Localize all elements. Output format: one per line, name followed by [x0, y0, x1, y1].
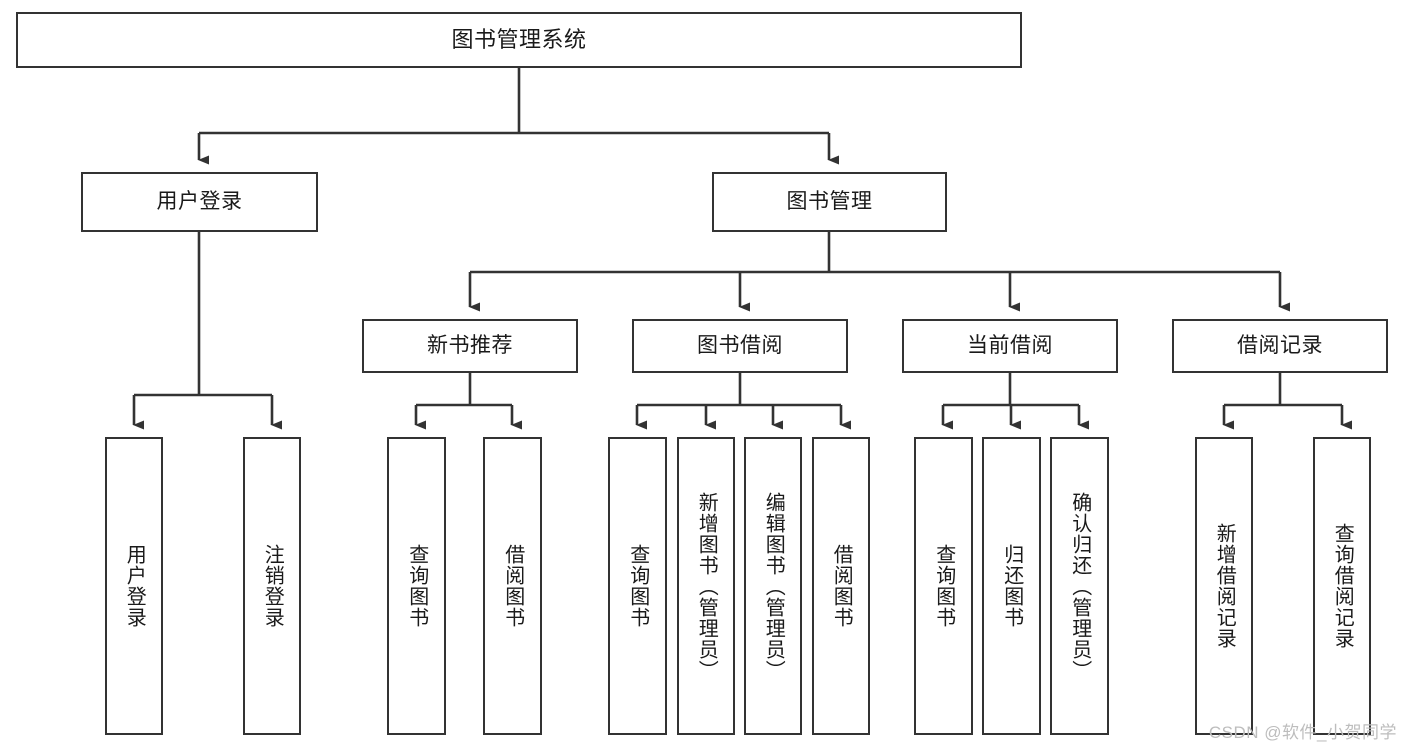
connector-root-to-level1 [197, 68, 839, 165]
node-leaf-edit-book-admin[interactable]: 编辑图书（管理员） [744, 437, 802, 735]
connector-borrow-record-to-leaves [1222, 373, 1352, 430]
connector-book-management-to-level2 [468, 232, 1290, 312]
node-leaf-add-book-admin[interactable]: 新增图书（管理员） [677, 437, 735, 735]
node-current-borrow[interactable]: 当前借阅 [902, 319, 1118, 373]
node-leaf-logout[interactable]: 注销登录 [243, 437, 301, 735]
node-label-borrow-record: 借阅记录 [1237, 333, 1323, 357]
node-leaf-query-borrow-record[interactable]: 查询借阅记录 [1313, 437, 1371, 735]
node-user-login[interactable]: 用户登录 [81, 172, 318, 232]
connector-new-book-recommend-to-leaves [414, 373, 522, 430]
node-label-leaf-query-book-borrow: 查询图书 [626, 544, 649, 628]
node-leaf-borrow-book[interactable]: 借阅图书 [812, 437, 870, 735]
node-root[interactable]: 图书管理系统 [16, 12, 1022, 68]
node-leaf-confirm-return-admin[interactable]: 确认归还（管理员） [1050, 437, 1109, 735]
node-label-leaf-return-book: 归还图书 [1000, 544, 1023, 628]
node-label-leaf-query-borrow-record: 查询借阅记录 [1331, 523, 1354, 649]
node-label-leaf-borrow-book-recommend: 借阅图书 [501, 544, 524, 628]
node-leaf-return-book[interactable]: 归还图书 [982, 437, 1041, 735]
node-label-leaf-query-book-recommend: 查询图书 [405, 544, 428, 628]
node-book-borrow[interactable]: 图书借阅 [632, 319, 848, 373]
node-label-current-borrow: 当前借阅 [967, 333, 1053, 357]
node-leaf-query-book-current[interactable]: 查询图书 [914, 437, 973, 735]
connector-current-borrow-to-leaves [941, 373, 1089, 430]
node-label-new-book-recommend: 新书推荐 [427, 333, 513, 357]
node-label-leaf-add-borrow-record: 新增借阅记录 [1213, 523, 1236, 649]
connector-user-login-to-leaves [132, 232, 282, 430]
node-label-leaf-edit-book-admin: 编辑图书（管理员） [762, 491, 785, 681]
node-leaf-query-book-borrow[interactable]: 查询图书 [608, 437, 667, 735]
node-label-leaf-confirm-return-admin: 确认归还（管理员） [1068, 491, 1091, 681]
node-new-book-recommend[interactable]: 新书推荐 [362, 319, 578, 373]
node-label-book-borrow: 图书借阅 [697, 333, 783, 357]
node-label-leaf-query-book-current: 查询图书 [932, 544, 955, 628]
node-borrow-record[interactable]: 借阅记录 [1172, 319, 1388, 373]
connector-book-borrow-to-leaves [635, 373, 851, 430]
node-label-book-management: 图书管理 [786, 189, 873, 213]
node-label-leaf-add-book-admin: 新增图书（管理员） [695, 491, 718, 681]
node-leaf-add-borrow-record[interactable]: 新增借阅记录 [1195, 437, 1253, 735]
node-leaf-borrow-book-recommend[interactable]: 借阅图书 [483, 437, 542, 735]
node-label-leaf-user-login: 用户登录 [123, 544, 146, 628]
node-label-leaf-logout: 注销登录 [261, 544, 284, 628]
node-leaf-query-book-recommend[interactable]: 查询图书 [387, 437, 446, 735]
connector-group [132, 68, 1352, 430]
node-leaf-user-login[interactable]: 用户登录 [105, 437, 163, 735]
node-label-root: 图书管理系统 [451, 27, 587, 53]
node-label-user-login: 用户登录 [156, 189, 243, 213]
node-label-leaf-borrow-book: 借阅图书 [830, 544, 853, 628]
node-book-management[interactable]: 图书管理 [712, 172, 947, 232]
